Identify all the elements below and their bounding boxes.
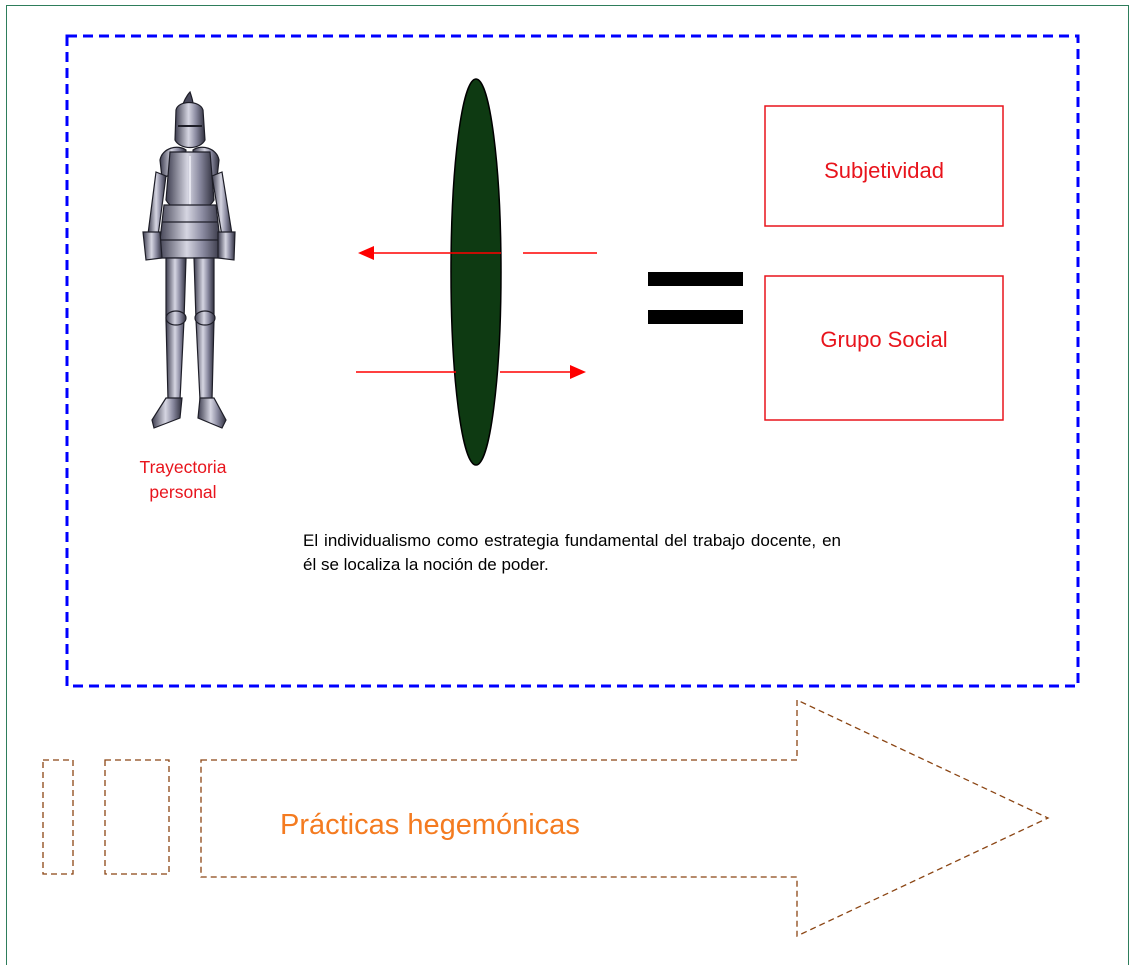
- block-arrow-group: [42, 698, 1050, 938]
- grupo-social-label: Grupo Social: [820, 327, 948, 352]
- subjetividad-label: Subjetividad: [824, 158, 944, 183]
- lens-ellipse: [450, 78, 502, 466]
- grupo-social-box: [764, 275, 1004, 421]
- knight-armor-icon: [142, 90, 236, 429]
- subjetividad-box: [764, 105, 1004, 227]
- equals-sign: [648, 272, 743, 324]
- arrow-left: [358, 246, 597, 260]
- outer-dashed-frame: [65, 34, 1080, 688]
- arrow-right: [356, 365, 586, 379]
- dashed-block-arrow: [200, 698, 1050, 938]
- trayectoria-personal-label: Trayectoria personal: [139, 457, 227, 502]
- description-text: El individualismo como estrategia fundam…: [303, 531, 841, 574]
- practicas-hegemonicas-label: Prácticas hegemónicas: [280, 809, 580, 841]
- dashed-bar-small: [42, 759, 74, 875]
- dashed-bar-medium: [104, 759, 170, 875]
- page-frame: [6, 5, 1129, 965]
